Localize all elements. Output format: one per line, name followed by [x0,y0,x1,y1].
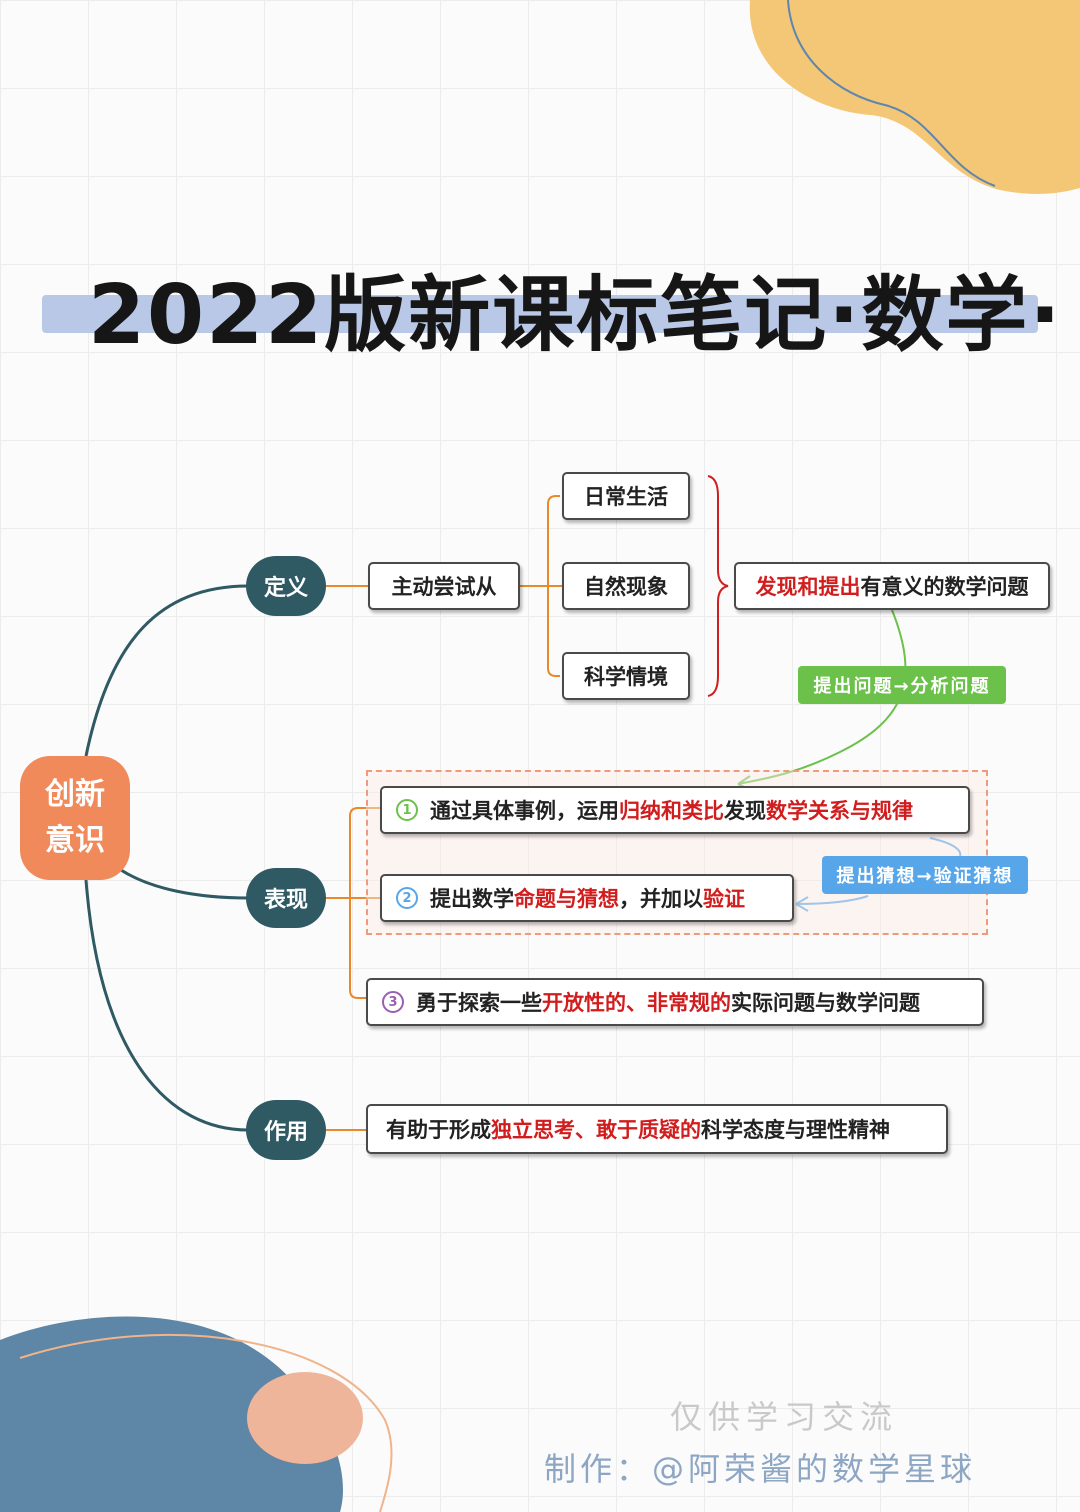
marker-2-icon: 2 [396,887,418,909]
branch-role: 作用 [246,1100,326,1160]
item3-part1: 勇于探索一些 [416,991,542,1015]
item3-part3: 实际问题与数学问题 [731,991,920,1015]
tag-conjecture-verify: 提出猜想→验证猜想 [822,856,1028,894]
performance-item-3: 3 勇于探索一些开放性的、非常规的实际问题与数学问题 [366,978,984,1026]
result-highlight: 发现和提出 [755,575,861,599]
orange-curve-decoration [19,1333,393,1512]
green-arrow-line [737,609,907,785]
connector-items-bracket [349,807,380,999]
red-brace [707,475,729,697]
item2-part3: ，并加以 [619,887,703,911]
item2-part4: 验证 [703,887,745,911]
role-part1: 有助于形成 [386,1118,491,1142]
page-title: 2022版新课标笔记·数学· [88,268,1063,363]
performance-item-2: 2 提出数学命题与猜想，并加以验证 [380,874,794,922]
source-box-daily-life: 日常生活 [562,472,690,520]
branch-definition: 定义 [246,556,326,616]
root-node: 创新 意识 [20,756,130,880]
source-box-science: 科学情境 [562,652,690,700]
blue-arrow-head [795,896,809,912]
blue-curve-decoration [787,0,996,187]
peach-circle-decoration [247,1372,363,1464]
item3-part2: 开放性的、非常规的 [542,991,731,1015]
connector-root-role [84,879,249,1132]
item1-part2: 归纳和类比 [619,799,724,823]
root-label-line2: 意识 [45,823,105,858]
root-label-line1: 创新 [45,777,105,812]
yellow-blob-decoration [749,0,1080,194]
footer-credit: 制作：@阿荣酱的数学星球 [544,1450,977,1488]
marker-3-icon: 3 [382,991,404,1013]
definition-step-box: 主动尝试从 [368,562,520,610]
definition-result-box: 发现和提出有意义的数学问题 [734,562,1050,610]
role-part3: 科学态度与理性精神 [701,1118,890,1142]
role-part2: 独立思考、敢于质疑的 [491,1118,701,1142]
connector-sources-bracket [547,495,562,677]
item1-part1: 通过具体事例，运用 [430,799,619,823]
item1-part4: 数学关系与规律 [766,799,913,823]
item2-part1: 提出数学 [430,887,514,911]
title-highlight-band [42,295,1038,333]
item2-part2: 命题与猜想 [514,887,619,911]
footer-note: 仅供学习交流 [670,1398,899,1436]
tag-question-analysis: 提出问题→分析问题 [798,666,1006,704]
item1-part3: 发现 [724,799,766,823]
performance-item-1: 1 通过具体事例，运用归纳和类比发现数学关系与规律 [380,786,970,834]
connector-root-definition [84,584,249,757]
source-box-nature: 自然现象 [562,562,690,610]
branch-performance: 表现 [246,868,326,928]
connector-root-performance [117,866,249,900]
blue-blob-decoration [0,1316,344,1512]
result-rest: 有意义的数学问题 [860,575,1029,599]
marker-1-icon: 1 [396,799,418,821]
role-box: 有助于形成独立思考、敢于质疑的科学态度与理性精神 [366,1104,948,1154]
